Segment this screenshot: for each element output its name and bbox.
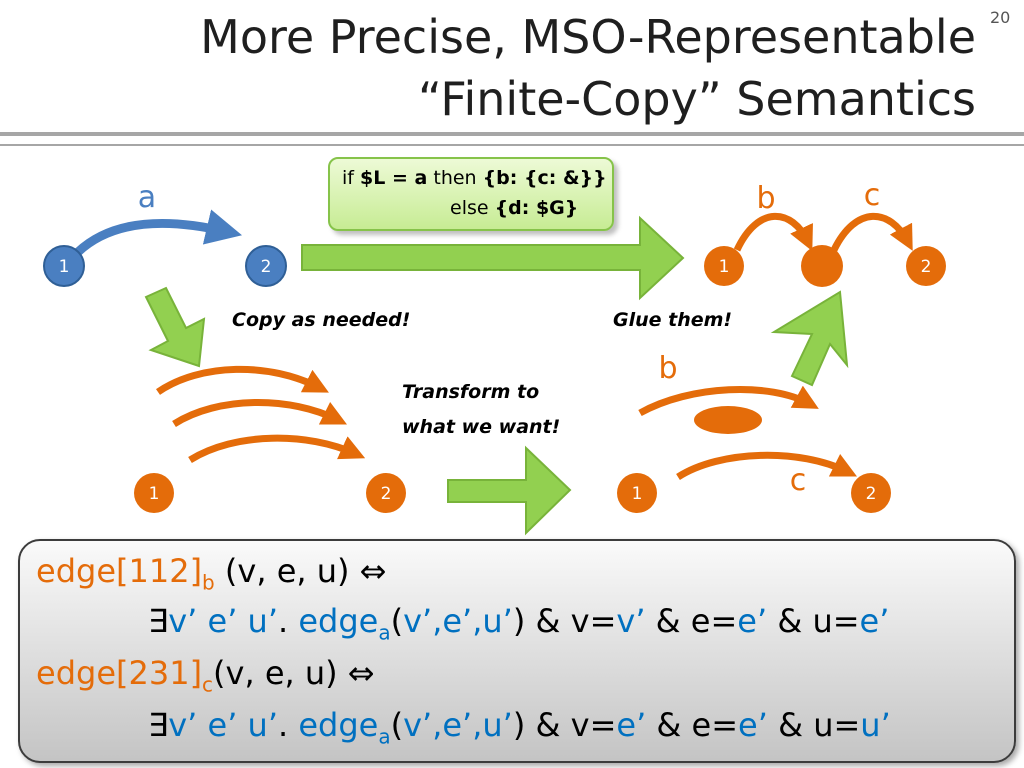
transformed-node-1 xyxy=(617,473,657,513)
formula-2-head: edge[231]c(v, e, u) ⇔ xyxy=(36,653,375,697)
formula-2-pred-subscript: a xyxy=(378,724,391,749)
input-edge-label: a xyxy=(138,180,156,215)
transformed-edge-b-label: b xyxy=(658,351,677,386)
formula-2-name: edge[231] xyxy=(36,654,203,692)
formula-2-body: ∃v’ e’ u’. edgea(v’,e’,u’) & v=e’ & e=e’… xyxy=(148,705,891,749)
transformed-middle-node xyxy=(694,406,762,434)
query-then-keyword: then xyxy=(433,167,477,189)
formula-1-pred-args: v’,e’,u’ xyxy=(403,602,513,640)
formula-2-vars: v’ e’ u’ xyxy=(168,706,278,744)
formula-2-pred: edge xyxy=(298,706,379,744)
transformed-node-2-label: 2 xyxy=(866,484,877,504)
arrow-copy-down xyxy=(144,286,206,368)
formula-2-pred-args: v’,e’,u’ xyxy=(403,706,513,744)
query-if-keyword: if xyxy=(342,167,354,189)
formula-1-subscript: b xyxy=(202,570,215,595)
copy-node-1 xyxy=(134,473,174,513)
output-edge-b xyxy=(733,212,813,252)
formula-2-open: ( xyxy=(390,706,404,744)
formula-box: edge[112]b (v, e, u) ⇔ ∃v’ e’ u’. edgea(… xyxy=(18,539,1016,763)
output-node-1-label: 1 xyxy=(719,257,730,277)
input-node-1 xyxy=(43,245,85,287)
arrow-to-output xyxy=(301,215,685,301)
copy-node-2-label: 2 xyxy=(381,484,392,504)
input-node-2-label: 2 xyxy=(261,257,272,277)
copy-edge-2 xyxy=(172,399,348,427)
query-else-keyword: else xyxy=(450,197,489,219)
query-line-1: if $L = a then {b: {c: &}} xyxy=(342,167,607,189)
copy-node-1-label: 1 xyxy=(149,484,160,504)
input-node-2 xyxy=(245,245,287,287)
transformed-edge-b xyxy=(638,385,819,417)
output-node-1 xyxy=(704,246,744,286)
copy-node-2 xyxy=(366,473,406,513)
output-edge-c-label: c xyxy=(864,178,881,213)
query-box: if $L = a then {b: {c: &}} else {d: $G} xyxy=(328,157,614,231)
output-node-2-label: 2 xyxy=(921,257,932,277)
input-edge-a xyxy=(74,209,243,256)
copy-edge-3 xyxy=(188,434,366,463)
output-edge-b-label: b xyxy=(756,181,775,216)
formula-2-close: ) xyxy=(512,706,526,744)
arrow-transform xyxy=(447,445,572,536)
title-divider-thin xyxy=(0,144,1024,146)
transformed-edges: b c 1 2 xyxy=(617,351,891,513)
input-node-1-label: 1 xyxy=(59,257,70,277)
output-graph: b c 1 2 xyxy=(704,178,946,287)
formula-1-vars: v’ e’ u’ xyxy=(168,602,278,640)
formula-1-head: edge[112]b (v, e, u) ⇔ xyxy=(36,551,387,595)
formula-1-close: ) xyxy=(512,602,526,640)
copy-edge-1 xyxy=(156,365,329,395)
arrow-glue-up xyxy=(770,290,849,387)
transformed-node-1-label: 1 xyxy=(632,484,643,504)
slide-title: More Precise, MSO-Representable “Finite-… xyxy=(76,6,976,130)
formula-1-and-u: & u= xyxy=(767,602,860,640)
transformed-node-2 xyxy=(851,473,891,513)
title-divider-thick xyxy=(0,132,1024,136)
formula-2-exists: ∃ xyxy=(148,706,169,744)
formula-1-exists: ∃ xyxy=(148,602,169,640)
formula-1-u-value: e’ xyxy=(859,602,890,640)
output-middle-node xyxy=(801,245,843,287)
input-graph: a 1 2 xyxy=(43,180,287,287)
title-line-1: More Precise, MSO-Representable xyxy=(200,10,976,64)
formula-2-u-value: u’ xyxy=(860,706,891,744)
formula-2-subscript: c xyxy=(202,672,214,697)
formula-1-v-value: v’ xyxy=(616,602,646,640)
formula-1-body: ∃v’ e’ u’. edgea(v’,e’,u’) & v=v’ & e=e’… xyxy=(148,601,890,645)
formula-2-v-value: e’ xyxy=(616,706,647,744)
formula-1-and-e: & e= xyxy=(645,602,738,640)
transformed-edge-c-label: c xyxy=(790,463,807,498)
formula-2-e-value: e’ xyxy=(738,706,768,744)
formula-2-args: (v, e, u) ⇔ xyxy=(213,654,375,692)
query-then-expression: {b: {c: &}} xyxy=(482,167,607,189)
output-edge-c xyxy=(830,212,913,252)
glue-note: Glue them! xyxy=(613,309,732,331)
transformed-edge-c xyxy=(676,451,858,480)
formula-2-and-u: & u= xyxy=(767,706,861,744)
formula-1-e-value: e’ xyxy=(737,602,768,640)
copied-edges: 1 2 xyxy=(134,365,406,513)
transformation-diagram: a 1 2 1 2 b c 1 2 b c 1 xyxy=(43,178,946,536)
slide-number: 20 xyxy=(990,8,1011,27)
formula-1-pred-subscript: a xyxy=(378,620,391,645)
transform-note-line-1: Transform to xyxy=(402,381,539,403)
formula-2-and-v: & v= xyxy=(525,706,617,744)
formula-1-name: edge[112] xyxy=(36,552,203,590)
query-condition: $L = a xyxy=(360,167,428,189)
formula-1-open: ( xyxy=(390,602,404,640)
title-line-2: “Finite-Copy” Semantics xyxy=(417,72,976,126)
formula-1-args: (v, e, u) ⇔ xyxy=(214,552,387,590)
transform-note-line-2: what we want! xyxy=(402,416,560,438)
formula-2-and-e: & e= xyxy=(646,706,739,744)
formula-1-and-v: & v= xyxy=(525,602,617,640)
formula-1-dot: . xyxy=(277,602,299,640)
query-else-expression: {d: $G} xyxy=(494,197,579,219)
copy-note: Copy as needed! xyxy=(232,309,410,331)
formula-1-pred: edge xyxy=(298,602,379,640)
output-node-2 xyxy=(906,246,946,286)
formula-2-dot: . xyxy=(277,706,299,744)
query-line-2: else {d: $G} xyxy=(450,197,578,219)
